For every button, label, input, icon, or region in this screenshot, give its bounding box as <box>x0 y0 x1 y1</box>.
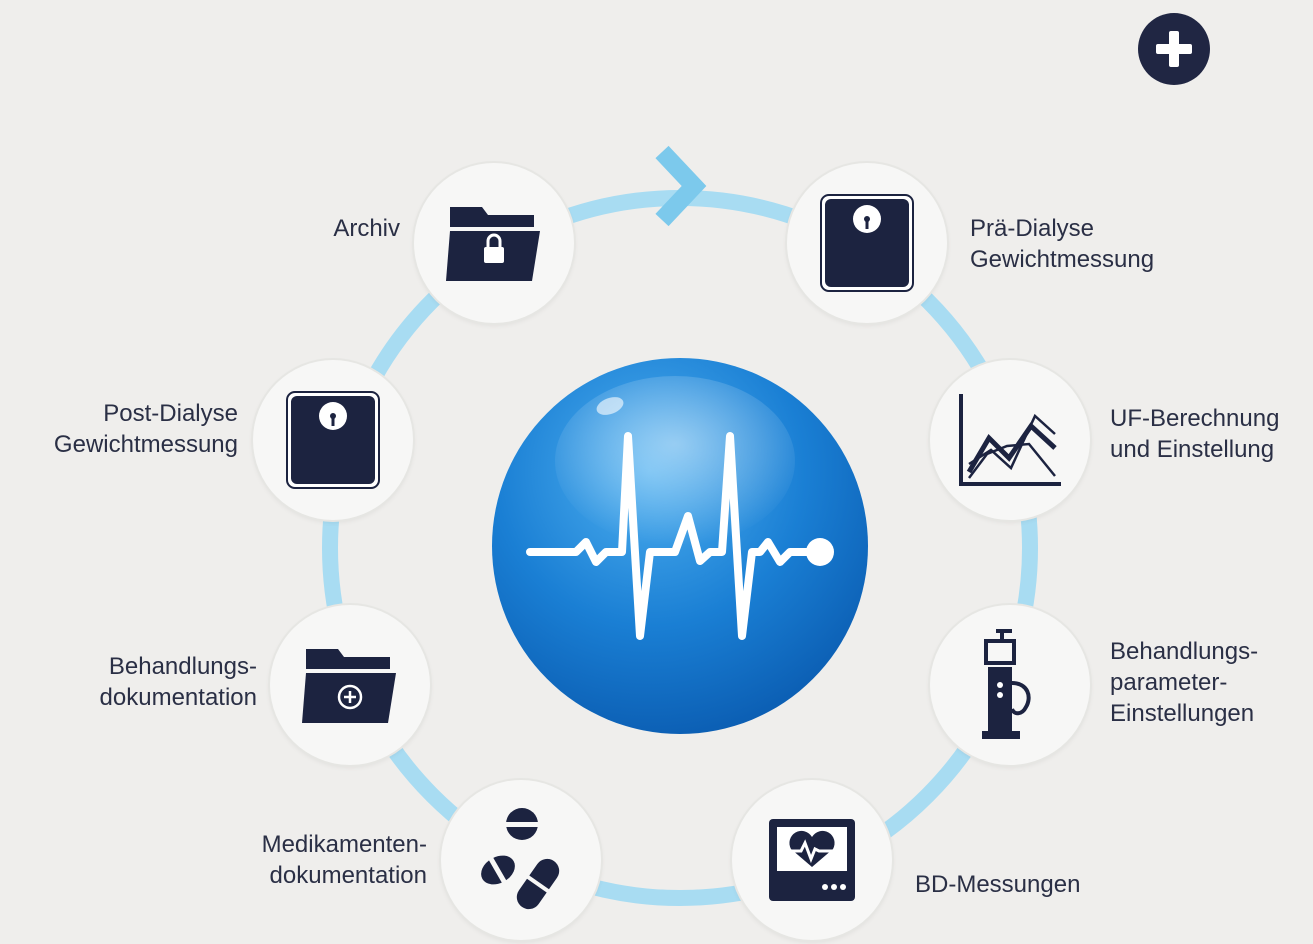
step-label-line: Gewichtmessung <box>53 431 238 458</box>
step-label-meds: Medikamenten- dokumentation <box>262 829 427 891</box>
step-label-line: UF-Berechnung <box>1110 405 1280 432</box>
locked-folder-icon <box>446 207 540 281</box>
step-node-pre-weight[interactable] <box>787 163 947 323</box>
step-node-params[interactable] <box>930 605 1090 765</box>
step-label-line: Gewichtmessung <box>970 246 1155 273</box>
add-button[interactable] <box>1138 13 1210 85</box>
step-label-archiv: Archiv <box>333 213 400 244</box>
step-label-line: Prä-Dialyse <box>970 215 1095 242</box>
step-label-line: parameter- <box>1110 669 1228 696</box>
step-label-line: Medikamenten- <box>261 831 427 858</box>
medical-folder-icon <box>302 649 396 723</box>
dialysis-machine-icon <box>982 629 1031 739</box>
step-label-line: dokumentation <box>269 862 427 889</box>
center-heartbeat-orb <box>490 356 870 736</box>
step-label-params: Behandlungs- parameter- Einstellungen <box>1110 636 1258 729</box>
scale-icon <box>820 194 914 292</box>
cycle-direction-arrow-icon <box>655 145 707 227</box>
step-label-uf: UF-Berechnung und Einstellung <box>1110 403 1279 465</box>
step-node-treatment-doc[interactable] <box>270 605 430 765</box>
step-label-line: Einstellungen <box>1110 700 1255 727</box>
line-chart-icon <box>959 394 1061 486</box>
heart-monitor-icon <box>769 819 855 901</box>
step-label-treatment-doc: Behandlungs- dokumentation <box>100 651 257 713</box>
step-label-post-weight: Post-Dialyse Gewichtmessung <box>54 398 238 460</box>
step-node-meds[interactable] <box>441 780 601 940</box>
step-label-line: Behandlungs- <box>108 653 257 680</box>
step-node-bp[interactable] <box>732 780 892 940</box>
step-node-post-weight[interactable] <box>253 360 413 520</box>
step-node-uf[interactable] <box>930 360 1090 520</box>
step-label-bp: BD-Messungen <box>915 869 1080 900</box>
step-label-line: dokumentation <box>99 684 257 711</box>
step-label-line: Archiv <box>333 215 400 242</box>
heartbeat-ecg-icon <box>492 358 868 734</box>
step-label-line: Behandlungs- <box>1110 638 1259 665</box>
step-label-line: BD-Messungen <box>915 871 1081 898</box>
plus-icon <box>1156 31 1192 67</box>
pills-icon <box>481 808 560 910</box>
scale-icon <box>286 391 380 489</box>
step-label-line: und Einstellung <box>1110 436 1275 463</box>
step-label-pre-weight: Prä-Dialyse Gewichtmessung <box>970 213 1154 275</box>
step-label-line: Post-Dialyse <box>103 400 238 427</box>
step-node-archiv[interactable] <box>414 163 574 323</box>
